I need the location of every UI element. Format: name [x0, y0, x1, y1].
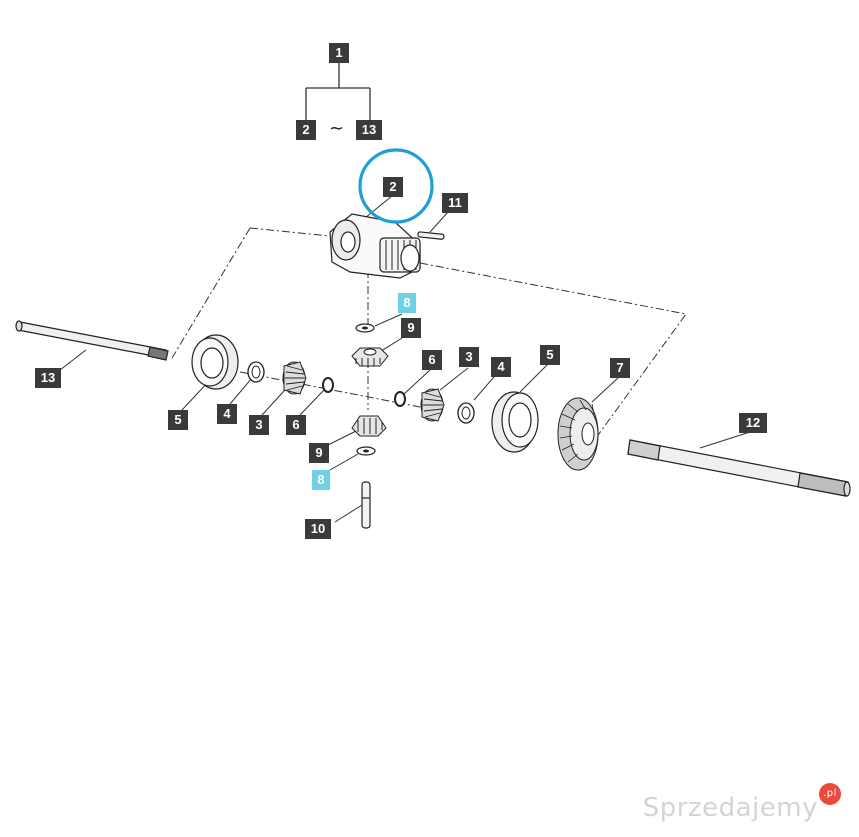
- callout-washer-4-left: 4: [217, 404, 237, 424]
- bearing-5-left: [191, 334, 239, 390]
- callout-gear-9-top: 9: [401, 318, 421, 338]
- callout-range-end: 13: [356, 120, 382, 140]
- ring-gear-7: [557, 397, 599, 471]
- highlight-circle: [358, 148, 434, 224]
- axle-shaft-12: [627, 439, 851, 497]
- pin-10: [361, 481, 371, 529]
- gear-9-top: [351, 347, 389, 367]
- callout-bearing-5-right: 5: [540, 345, 560, 365]
- bevel-gear-3-right: [420, 388, 445, 422]
- watermark-badge: .pl: [819, 783, 841, 805]
- bevel-gear-3-left: [282, 361, 307, 395]
- callout-shaft-12: 12: [739, 413, 767, 433]
- callout-ring-gear-7: 7: [610, 358, 630, 378]
- callout-bearing-5-left: 5: [168, 410, 188, 430]
- ring-6-left: [322, 377, 334, 393]
- range-separator: ~: [329, 118, 345, 139]
- watermark: Sprzedajemy.pl: [642, 783, 841, 823]
- axle-shaft-13: [15, 320, 169, 361]
- callout-washer-8-bottom: 8: [312, 470, 330, 490]
- pin-11: [417, 231, 445, 240]
- callout-gear-9-bottom: 9: [309, 443, 329, 463]
- gear-9-bottom: [351, 415, 387, 437]
- callout-pin-10: 10: [305, 519, 331, 539]
- bearing-5-right: [491, 391, 539, 453]
- callout-ring-6-left: 6: [286, 415, 306, 435]
- callout-shaft-13: 13: [35, 368, 61, 388]
- callout-1: 1: [329, 43, 349, 63]
- watermark-brand: Sprzedajemy: [642, 793, 818, 823]
- callout-washer-4-right: 4: [491, 357, 511, 377]
- differential-housing: [329, 213, 421, 279]
- callout-gear-3-right: 3: [459, 347, 479, 367]
- callout-gear-3-left: 3: [249, 415, 269, 435]
- callout-ring-6-right: 6: [422, 350, 442, 370]
- callout-washer-8-top: 8: [398, 293, 416, 313]
- ring-6-right: [394, 391, 406, 407]
- leader-lines: [59, 195, 751, 523]
- callout-pin-11: 11: [442, 193, 468, 213]
- callout-range-start: 2: [296, 120, 316, 140]
- callout-housing-2: 2: [383, 177, 403, 197]
- assembly-tree-lines: [305, 63, 371, 120]
